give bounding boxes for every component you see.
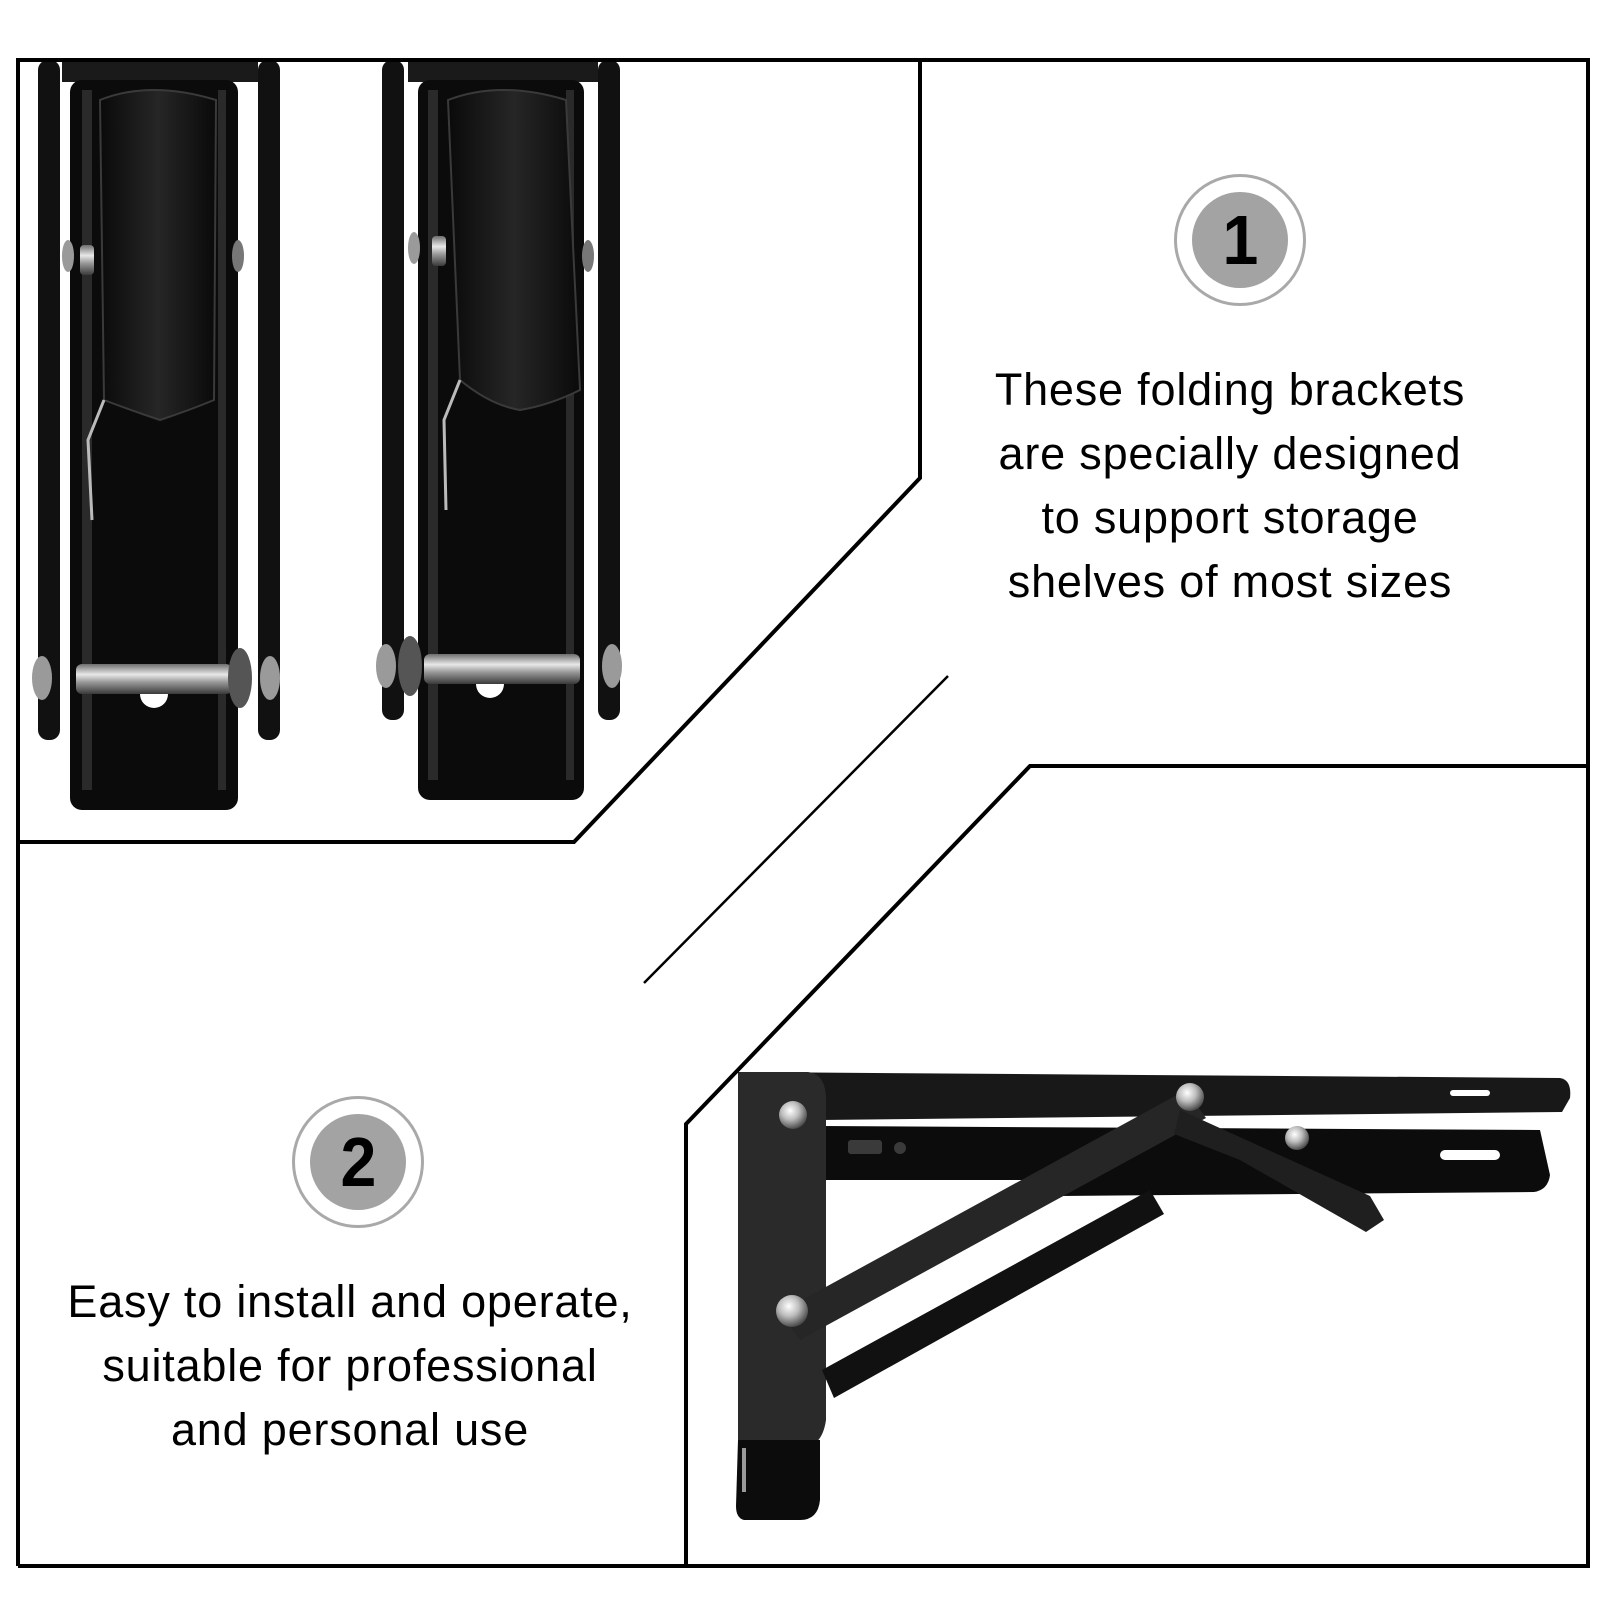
rivet-icon xyxy=(1176,1083,1204,1111)
feature-2-caption: Easy to install and operate, suitable fo… xyxy=(67,1276,633,1455)
folded-bracket-right xyxy=(376,60,622,800)
feature-1-number: 1 xyxy=(1222,201,1258,279)
feature-2-number: 2 xyxy=(340,1123,376,1201)
open-bracket-photo xyxy=(736,1072,1571,1520)
rivet-icon xyxy=(776,1295,808,1327)
feature-1-badge: 1 xyxy=(1174,174,1306,306)
rivet-icon xyxy=(1285,1126,1309,1150)
rivet-icon xyxy=(779,1101,807,1129)
feature-1-caption: These folding brackets are specially des… xyxy=(994,364,1466,607)
folded-bracket-left xyxy=(32,60,280,810)
feature-1-badge-disc: 1 xyxy=(1192,192,1288,288)
feature-2-badge-disc: 2 xyxy=(310,1114,406,1210)
feature-2-badge: 2 xyxy=(292,1096,424,1228)
